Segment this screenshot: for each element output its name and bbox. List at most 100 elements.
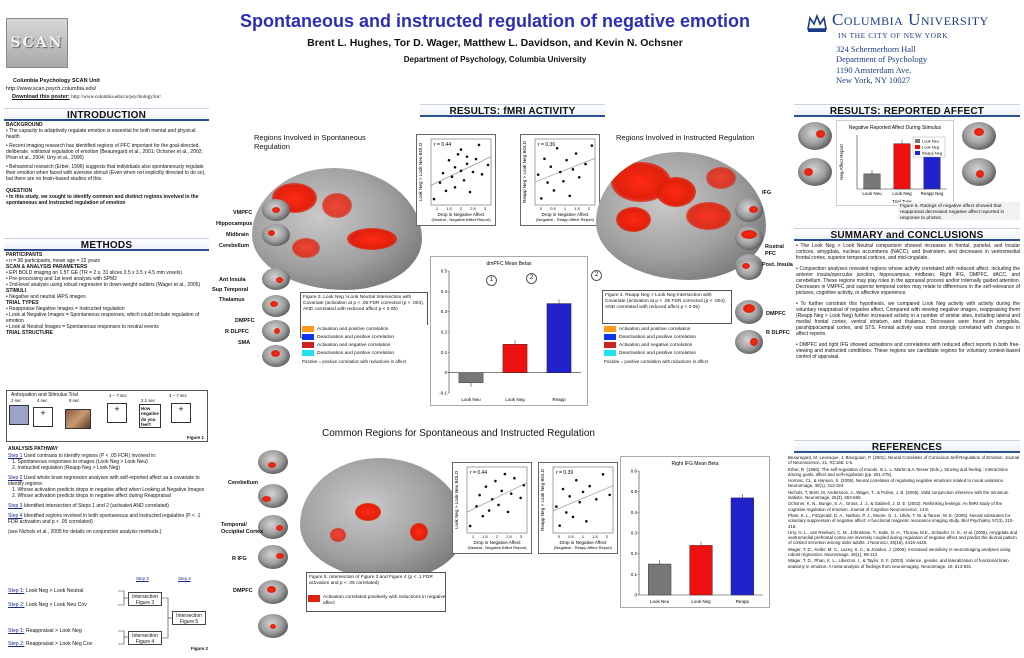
- data-point: [478, 493, 481, 497]
- brain-slice: [258, 614, 288, 638]
- data-point: [555, 505, 558, 508]
- y-tick-label: 0: [444, 370, 447, 375]
- data-point: [438, 181, 442, 184]
- r-value-label: r = 0.44: [470, 470, 487, 476]
- fig2-row-text: Reappraisal > Look Neg Cov: [25, 641, 93, 647]
- bar: [546, 303, 572, 373]
- data-point: [497, 503, 500, 507]
- x-tick-label: 0: [558, 534, 561, 539]
- data-point: [577, 175, 581, 179]
- summary-bullet: • Conjunction analyses revealed regions …: [796, 266, 1020, 296]
- trial-type: • Look at Neutral Images = Spontaneous r…: [6, 324, 159, 330]
- x-tick-label: Reapp: [736, 599, 750, 604]
- bar-chart-svg: Negative Reported Affect During Stimulus…: [839, 125, 947, 204]
- legend-label: Look Neg: [922, 145, 939, 150]
- data-point: [490, 497, 494, 501]
- bar: [689, 545, 713, 596]
- data-point: [601, 473, 605, 476]
- x-tick-label: 0: [540, 206, 543, 211]
- lab-url[interactable]: http://www.scan.psych.columbia.edu/: [6, 86, 97, 92]
- brain-slice: [262, 224, 290, 246]
- fig2-step4: Step 4: [178, 576, 191, 581]
- legend-swatch: [302, 326, 314, 332]
- legend-item: Deactivation and positive correlation: [604, 349, 732, 357]
- intro-body: BACKGROUND • The capacity to adaptively …: [6, 122, 209, 206]
- circle-label: 2: [526, 273, 537, 284]
- data-point: [453, 165, 457, 169]
- fig2-connectors: [118, 590, 172, 645]
- brain-slice: [735, 198, 763, 222]
- y-tick-label: 0.2: [441, 330, 448, 335]
- y-axis-label: Neg Affect Report: [839, 144, 844, 180]
- data-point: [568, 495, 571, 498]
- data-point: [590, 144, 594, 147]
- question-title: QUESTION: [6, 188, 33, 194]
- plot-frame: [552, 466, 614, 534]
- trial-types-title: TRIAL TYPES: [6, 300, 39, 306]
- x-tick-label: 3: [484, 206, 487, 211]
- legend-swatch: [604, 350, 616, 356]
- legend-swatch: [915, 151, 920, 155]
- legend-swatch: [604, 334, 616, 340]
- reference-item: Wager, T. D., Keller, M. C., Lacey, S. C…: [788, 546, 1011, 558]
- fig2-row: Step 1: Reappraisal > Look Neg: [8, 628, 82, 634]
- data-point: [465, 162, 469, 166]
- data-point: [562, 179, 565, 183]
- data-point: [494, 479, 497, 483]
- x-axis-label: Drop in Negative Affect: [474, 540, 522, 545]
- region-label: Rostral PFC: [765, 244, 784, 257]
- reference-item: Beauregard, M, Levesque, J, Bourgouin, P…: [788, 455, 1020, 466]
- fig2-row-text: Reappraisal > Look Neg: [25, 628, 82, 634]
- legend-note: Positive = positive correlation with red…: [302, 359, 407, 364]
- columbia-crown-icon: [806, 12, 828, 34]
- trial-fixation-slide: +: [107, 403, 127, 423]
- y-axis-label: Reapp Neg > Look Neg BOLD: [522, 140, 527, 203]
- x-tick-label: Look Neu: [862, 191, 882, 196]
- duration-label: 4 – 7 sec: [109, 393, 127, 398]
- analysis-pathway: ANALYSIS PATHWAY Step 1 Used contrasts t…: [8, 446, 210, 535]
- download-url[interactable]: http://www.columbia.edu/cu/psychology/to…: [71, 95, 161, 100]
- y-tick-label: 0: [634, 593, 637, 598]
- brain-slice: [735, 300, 763, 324]
- y-tick-label: 0.1: [441, 350, 448, 355]
- region-label: Cerebellum: [219, 243, 249, 249]
- figure-5-caption: Figure 5. Intersection of Figure 3 and F…: [306, 572, 446, 612]
- data-point: [459, 148, 463, 151]
- data-point: [500, 489, 504, 493]
- fig2-row-text: Look Neg > Look Neu Cov: [25, 602, 87, 608]
- legend-label: Activation and negative correlation: [619, 342, 693, 348]
- methods-body: PARTICIPANTS • n = 36 participants, mean…: [6, 252, 209, 336]
- fig4-caption-text: Figure 4. Reapp Neg > Look Neg Intersect…: [605, 293, 727, 310]
- x-tick-label: 1.5: [592, 534, 598, 539]
- fig5-caption-text: Figure 5. Intersection of Figure 3 and F…: [309, 575, 433, 586]
- trial-structure-title: TRIAL STRUCTURE: [6, 330, 53, 336]
- data-point: [447, 158, 451, 162]
- legend-right: Activation and positive correlation Deac…: [604, 325, 732, 365]
- y-tick-label: 0.6: [631, 469, 638, 474]
- common-title: Common Regions for Spontaneous and Instr…: [322, 428, 595, 439]
- data-point: [522, 483, 526, 487]
- fig2-row-label: Step 2:: [8, 641, 25, 647]
- data-point: [568, 194, 572, 198]
- step-label: Step 4: [8, 513, 23, 519]
- region-label: DMPFC: [235, 318, 255, 324]
- y-tick-label: 0.3: [631, 531, 638, 536]
- data-point: [588, 484, 591, 488]
- data-point: [468, 524, 472, 528]
- duration-label: 2 sec: [11, 398, 22, 403]
- x-axis-label: Drop in Negative Affect: [542, 212, 590, 217]
- x-tick-label: 2: [460, 206, 463, 211]
- fig2-row: Step 2: Look Neg > Look Neu Cov: [8, 602, 87, 608]
- step-text: Used whole brain regression analyses wit…: [8, 475, 200, 487]
- participants-title: PARTICIPANTS: [6, 252, 43, 258]
- brain-slice: [262, 268, 290, 290]
- legend-swatch: [302, 350, 314, 356]
- fig6-caption-text: Figure 6. Ratings of negative affect sho…: [900, 204, 1005, 221]
- intro-heading: INTRODUCTION: [4, 108, 209, 121]
- address: 324 Schermerhorn Hall Department of Psyc…: [836, 44, 927, 85]
- bar: [648, 563, 672, 596]
- figure-2: Step 3 Step 4 Step 1: Look Neg > Look Ne…: [6, 576, 216, 654]
